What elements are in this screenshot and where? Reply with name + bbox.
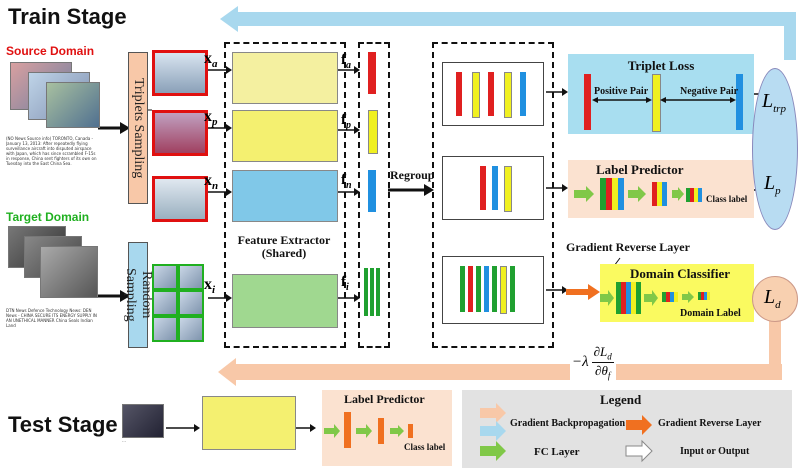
domain-classifier-graphic [600, 282, 710, 314]
target-caption: DTN News Defence Technology News: DEN Ne… [6, 308, 97, 328]
dom-bar-6 [500, 266, 507, 314]
legend-backprop: Gradient Backpropagation [510, 418, 626, 429]
feature-extractor-box [224, 42, 346, 348]
dom-bar-2 [468, 266, 473, 312]
domain-classifier-title: Domain Classifier [630, 266, 731, 281]
feature-fi-bar-2 [370, 268, 374, 316]
triplet-arrows [592, 97, 736, 103]
group-bar-blue-1 [520, 72, 526, 116]
source-image-stack-3 [46, 82, 100, 128]
legend-title: Legend [600, 392, 642, 407]
gradient-formula: −λ ∂Ld ∂θf [570, 344, 616, 381]
feature-fi-bar-1 [364, 268, 368, 316]
triplet-loss-panel [568, 54, 754, 134]
positive-image [152, 110, 208, 156]
positive-pair-label: Positive Pair [594, 86, 649, 97]
legend-fc: FC Layer [534, 446, 580, 458]
target-sample-4 [178, 290, 204, 316]
group-bar-red-1 [456, 72, 462, 116]
loss-trp: Ltrp [762, 90, 786, 115]
train-stage-title: Train Stage [8, 4, 127, 29]
input-xi-label: xi [204, 276, 216, 297]
feature-fa-label: fa [341, 52, 351, 71]
cnn-block-anchor [232, 52, 338, 104]
input-xa-label: xa [204, 50, 218, 71]
class-label-text: Class label [706, 194, 748, 204]
target-sample-1 [152, 264, 178, 290]
legend-io: Input or Output [680, 446, 750, 457]
negative-pair-label: Negative Pair [680, 86, 739, 97]
dom-bar-1 [460, 266, 465, 312]
test-label-predictor-panel [322, 390, 452, 466]
group-bar-red-2 [488, 72, 494, 116]
dom-bar-5 [492, 266, 497, 312]
group-bar-yellow-2 [504, 72, 512, 118]
src-bar-yellow [504, 166, 512, 212]
label-predictor-graphic [574, 178, 702, 210]
src-bar-red [480, 166, 486, 210]
backprop-arrow-bottom [232, 364, 782, 380]
regroup-label: Regroup [390, 168, 435, 182]
src-bar-blue [492, 166, 498, 210]
test-input-caption: … [122, 438, 126, 443]
target-image-stack-3 [40, 246, 98, 298]
cnn-block-positive [232, 110, 338, 162]
triplet-label-loss-ellipse [752, 68, 798, 230]
test-cnn-block [202, 396, 296, 450]
random-sampling-box: Random Sampling [123, 242, 154, 348]
test-stage-title: Test Stage [8, 412, 118, 437]
target-domain-label: Target Domain [6, 210, 90, 224]
domain-loss-ellipse [752, 276, 798, 322]
triplet-loss-title: Triplet Loss [627, 58, 695, 73]
input-xn-label: xn [204, 172, 219, 193]
test-input-image [122, 404, 164, 438]
target-sample-3 [152, 290, 178, 316]
legend-symbols [480, 403, 653, 463]
triplet-anchor-bar [584, 74, 591, 130]
target-sample-2 [178, 264, 204, 290]
label-predictor-title: Label Predictor [596, 162, 684, 177]
cnn-block-negative [232, 170, 338, 222]
dom-bar-7 [510, 266, 515, 312]
loss-d: Ld [764, 286, 781, 311]
target-sample-6 [178, 316, 204, 342]
test-label-predictor-graphic [324, 412, 413, 448]
test-label-predictor-title: Label Predictor [344, 392, 425, 406]
triplets-sampling-box: Triplets Sampling [128, 52, 148, 204]
source-domain-label: Source Domain [6, 44, 95, 58]
target-sample-5 [152, 316, 178, 342]
triplet-positive-bar [652, 74, 661, 132]
domain-label-text: Domain Label [680, 308, 741, 319]
feature-fi-label: fi [341, 274, 349, 293]
feature-fa-bar [368, 52, 376, 94]
test-class-label-text: Class label [404, 442, 446, 452]
input-xp-label: xp [204, 108, 218, 129]
grl-arrow [566, 284, 600, 300]
feature-fn-bar [368, 170, 376, 212]
triplet-negative-bar [736, 74, 743, 130]
features-box [358, 42, 390, 348]
feature-fp-label: fp [341, 112, 351, 131]
grl-label: Gradient Reverse Layer [566, 240, 690, 254]
negative-image [152, 176, 208, 222]
feature-fp-bar [368, 110, 378, 154]
cnn-block-target [232, 274, 338, 328]
group-bar-yellow-1 [472, 72, 480, 118]
feature-fn-label: fn [341, 172, 352, 191]
source-caption: (NO News Source info) TORONTO, Canada - … [6, 136, 97, 166]
backprop-arrow-top [236, 12, 796, 26]
feature-fi-bar-3 [376, 268, 380, 316]
regroup-box [432, 42, 554, 348]
dom-bar-4 [484, 266, 489, 312]
legend-grl: Gradient Reverse Layer [658, 418, 762, 429]
feature-extractor-label: Feature Extractor (Shared) [237, 233, 331, 260]
loss-p: Lp [764, 172, 781, 197]
dom-bar-3 [476, 266, 481, 312]
anchor-image [152, 50, 208, 96]
